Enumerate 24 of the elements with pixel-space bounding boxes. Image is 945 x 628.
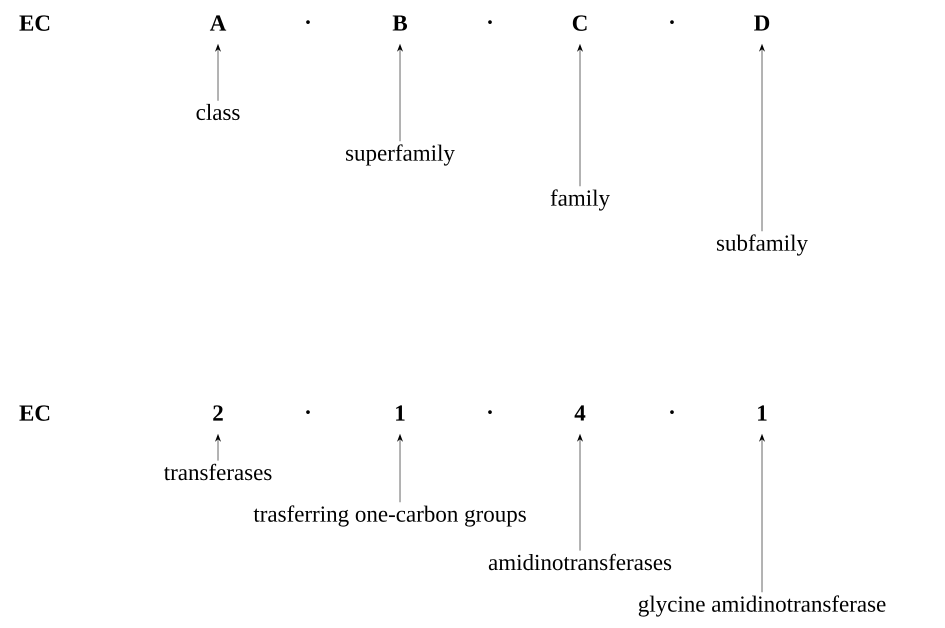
separator-dot: · bbox=[670, 410, 674, 414]
separator-dot: · bbox=[306, 410, 310, 414]
code-digit: D bbox=[754, 15, 770, 31]
level-label: superfamily bbox=[346, 144, 455, 166]
code-digit: 4 bbox=[574, 405, 586, 421]
code-prefix: EC bbox=[19, 15, 50, 31]
code-digit: B bbox=[392, 15, 408, 31]
level-label: class bbox=[196, 104, 240, 120]
level-label: subfamily bbox=[716, 234, 808, 256]
code-digit: C bbox=[572, 15, 587, 31]
level-label: transferases bbox=[164, 464, 272, 480]
separator-dot: · bbox=[488, 20, 492, 24]
level-label: glycine amidinotransferase bbox=[638, 595, 886, 617]
level-label: family bbox=[550, 189, 610, 211]
code-digit: A bbox=[210, 15, 226, 31]
level-label: amidinotransferases bbox=[488, 554, 672, 570]
level-label: trasferring one-carbon groups bbox=[254, 505, 526, 527]
separator-dot: · bbox=[306, 20, 310, 24]
separator-dot: · bbox=[670, 20, 674, 24]
separator-dot: · bbox=[488, 410, 492, 414]
code-digit: 1 bbox=[758, 405, 767, 421]
code-digit: 1 bbox=[396, 405, 405, 421]
code-prefix: EC bbox=[19, 405, 50, 421]
code-digit: 2 bbox=[213, 405, 223, 421]
